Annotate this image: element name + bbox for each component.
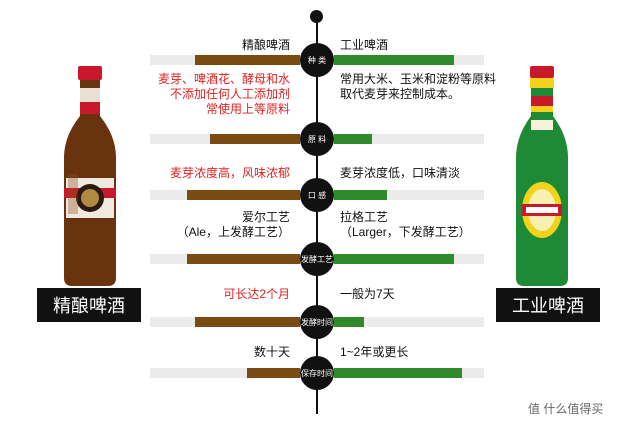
left-description-line: 麦芽、啤酒花、酵母和水	[157, 72, 290, 86]
right-bar-track	[334, 190, 484, 200]
right-description-line: 常用大米、玉米和淀粉等原料	[340, 72, 497, 86]
right-bar-fill	[334, 55, 454, 65]
category-node: 发酵时间	[300, 305, 334, 339]
right-description: 拉格工艺（Larger，下发酵工艺）	[340, 210, 471, 240]
right-description-line: 麦芽浓度低，口味清淡	[340, 166, 461, 180]
category-node: 原 料	[300, 122, 334, 156]
left-description: 可长达2个月	[223, 287, 290, 302]
left-bar-fill	[187, 190, 300, 200]
timeline-spine	[316, 18, 318, 414]
left-description: 麦芽浓度高，风味浓郁	[170, 166, 290, 181]
right-description-line: （Larger，下发酵工艺）	[340, 225, 471, 239]
left-description: 数十天	[254, 345, 290, 360]
category-node: 种 类	[300, 43, 334, 77]
left-description: 爱尔工艺（Ale，上发酵工艺）	[177, 210, 290, 240]
timeline-cap	[310, 10, 323, 23]
right-bar-fill	[334, 254, 454, 264]
left-description-line: （Ale，上发酵工艺）	[176, 225, 290, 239]
left-bar-fill	[247, 368, 300, 378]
right-description-line: 取代麦芽来控制成本。	[340, 87, 461, 101]
left-description-line: 数十天	[253, 345, 290, 359]
right-bar-fill	[334, 134, 372, 144]
watermark: 值 什么值得买	[528, 400, 603, 417]
right-description-line: 1~2年或更长	[340, 345, 409, 359]
category-node: 发酵工艺	[300, 242, 334, 276]
right-bar-track	[334, 134, 484, 144]
right-description: 麦芽浓度低，口味清淡	[340, 166, 460, 181]
left-description-line: 不添加任何人工添加剂	[169, 87, 290, 101]
left-title: 精酿啤酒	[37, 288, 141, 322]
right-description: 1~2年或更长	[340, 345, 408, 360]
watermark-text: 值 什么值得买	[528, 402, 604, 416]
craft-beer-bottle-icon	[64, 66, 116, 286]
left-description-line: 可长达2个月	[223, 287, 290, 301]
right-description-line: 一般为7天	[340, 287, 395, 301]
category-node: 保存时间	[300, 356, 334, 390]
left-bar-fill	[210, 134, 300, 144]
right-description: 常用大米、玉米和淀粉等原料取代麦芽来控制成本。	[340, 72, 496, 102]
right-bar-fill	[334, 317, 364, 327]
left-bar-fill	[195, 55, 300, 65]
left-bar-fill	[195, 317, 300, 327]
left-description-line: 常使用上等原料	[205, 102, 290, 116]
left-description: 精酿啤酒	[242, 38, 290, 53]
industrial-beer-bottle-icon	[516, 66, 568, 286]
left-description-line: 精酿啤酒	[241, 38, 290, 52]
left-bar-track	[150, 368, 300, 378]
left-description-line: 麦芽浓度高，风味浓郁	[169, 166, 290, 180]
right-bar-track	[334, 317, 484, 327]
category-node: 口 感	[300, 178, 334, 212]
right-description: 一般为7天	[340, 287, 395, 302]
left-description: 麦芽、啤酒花、酵母和水不添加任何人工添加剂常使用上等原料	[158, 72, 290, 117]
right-bar-fill	[334, 368, 462, 378]
right-description: 工业啤酒	[340, 38, 388, 53]
right-bar-fill	[334, 190, 387, 200]
left-bar-fill	[187, 254, 300, 264]
right-description-line: 工业啤酒	[340, 38, 389, 52]
right-description-line: 拉格工艺	[340, 210, 389, 224]
right-title: 工业啤酒	[496, 288, 600, 322]
left-description-line: 爱尔工艺	[241, 210, 290, 224]
